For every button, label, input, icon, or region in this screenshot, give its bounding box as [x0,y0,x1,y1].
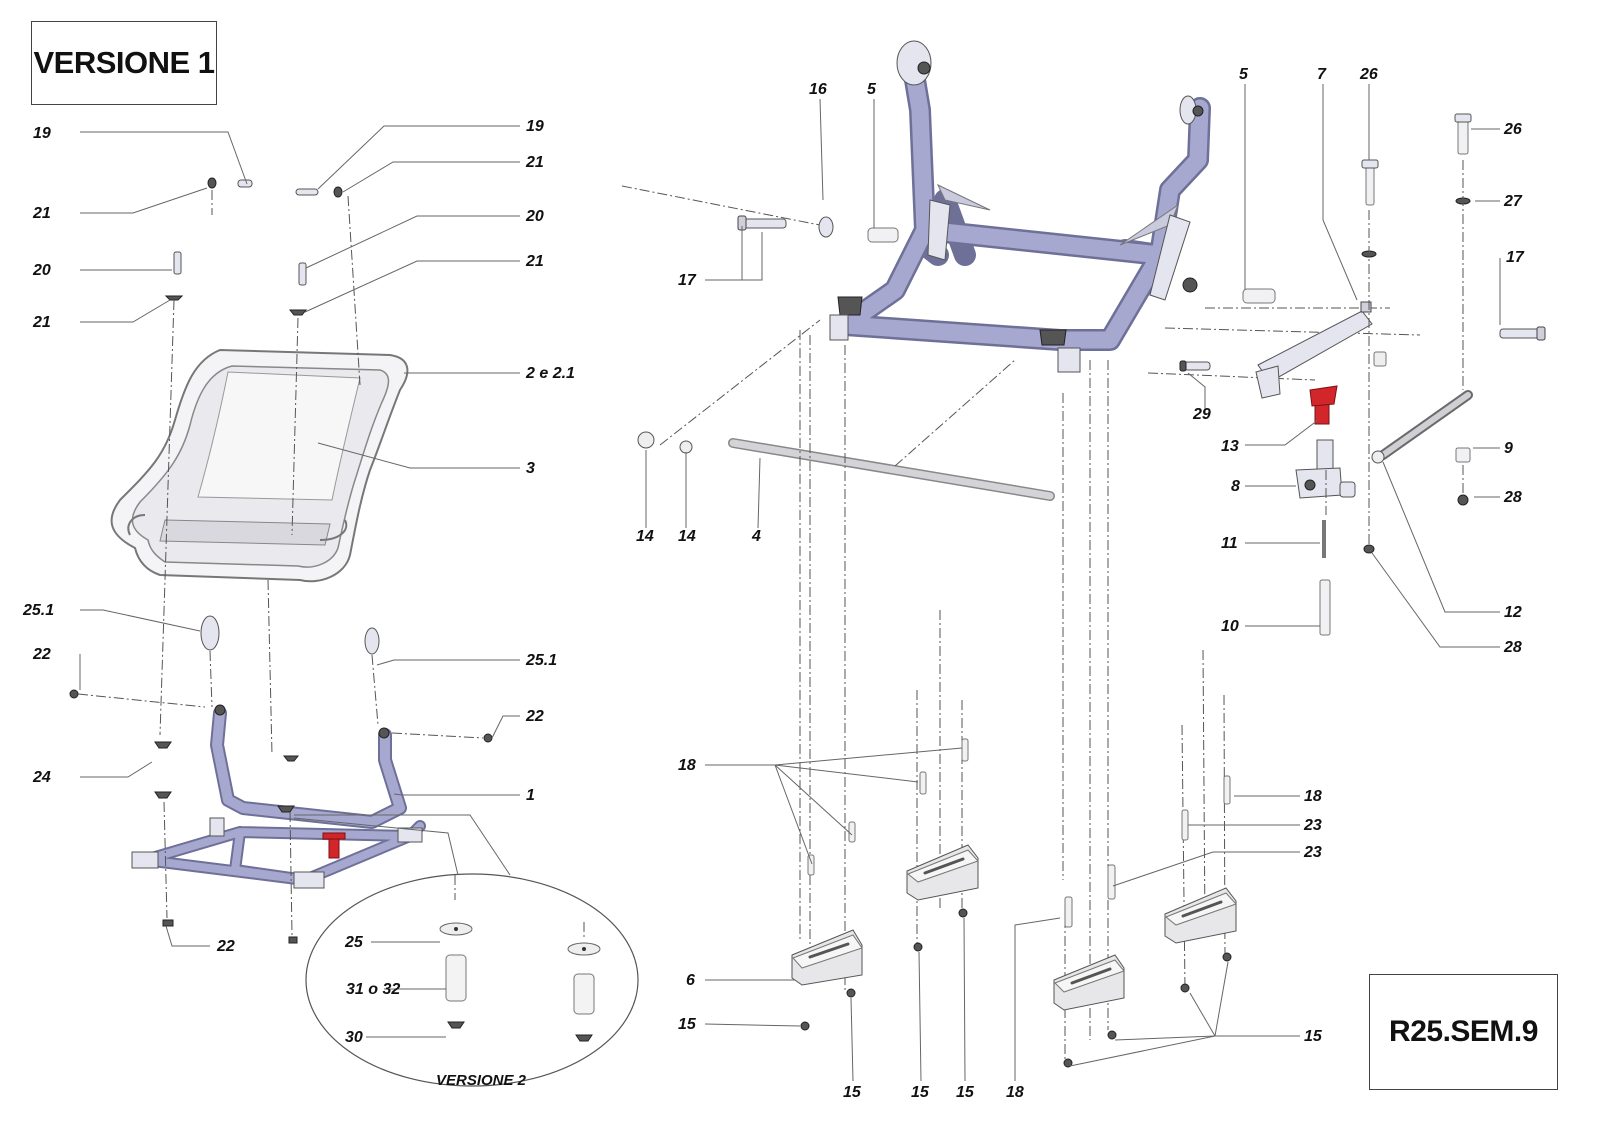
label-28-a: 28 [1503,489,1522,506]
label-26-a: 26 [1359,66,1378,83]
label-15-a: 15 [678,1016,697,1033]
label-2-e-2-1: 2 e 2.1 [525,365,575,382]
label-18-a: 18 [678,757,696,774]
label-25-inset: 25 [344,934,364,951]
label-22-bottom: 22 [216,938,235,955]
label-27: 27 [1503,193,1523,210]
label-20-left: 20 [32,262,51,279]
label-23-b: 23 [1303,844,1322,861]
seat-hardware-top [159,177,361,736]
label-4: 4 [751,528,761,545]
label-5-right: 5 [1239,66,1249,83]
drawing-code: R25.SEM.9 [1389,1015,1538,1048]
bolt-set-16-17-5 [621,185,899,280]
label-6: 6 [686,972,695,989]
version-title: VERSIONE 1 [33,45,215,80]
label-18-c: 18 [1006,1084,1024,1101]
label-19-left: 19 [33,125,51,142]
label-12: 12 [1504,604,1522,621]
label-24: 24 [32,769,51,786]
label-17-left: 17 [678,272,697,289]
version2-inset [305,873,639,1087]
label-19-right: 19 [526,118,544,135]
label-22-right: 22 [525,708,544,725]
rod-and-nuts [637,319,1055,501]
label-28-b: 28 [1503,639,1522,656]
part-labels: 19 21 20 21 19 21 20 21 2 e 2.1 3 25.1 2… [22,66,1525,1101]
label-16: 16 [809,81,827,98]
label-23-a: 23 [1303,817,1322,834]
label-30-inset: 30 [345,1029,363,1046]
label-15-d: 15 [956,1084,975,1101]
label-25-1-right: 25.1 [525,652,557,669]
label-21-left-a: 21 [32,205,51,222]
label-8: 8 [1231,478,1240,495]
main-frame [829,40,1211,373]
label-21-right-b: 21 [525,253,544,270]
label-14-a: 14 [636,528,654,545]
label-13: 13 [1221,438,1239,455]
drawing-code-box: R25.SEM.9 [1369,974,1558,1090]
feet-blocks [791,330,1237,1068]
label-18-b: 18 [1304,788,1322,805]
label-9: 9 [1504,440,1513,457]
label-17-right: 17 [1506,249,1525,266]
label-7: 7 [1317,66,1327,83]
label-5-left: 5 [867,81,877,98]
label-14-b: 14 [678,528,696,545]
label-15-c: 15 [911,1084,930,1101]
label-20-right: 20 [525,208,544,225]
label-21-right-a: 21 [525,154,544,171]
label-26-b: 26 [1503,121,1522,138]
label-22-left: 22 [32,646,51,663]
label-29: 29 [1192,406,1211,423]
label-3: 3 [526,460,535,477]
label-21-left-b: 21 [32,314,51,331]
seat-shell [110,348,409,583]
label-25-1-left: 25.1 [22,602,54,619]
label-10: 10 [1221,618,1239,635]
version-title-box: VERSIONE 1 [31,21,217,105]
label-1: 1 [526,787,535,804]
label-15-b: 15 [843,1084,862,1101]
inset-caption: VERSIONE 2 [436,1072,527,1089]
hinge-hardware [1147,113,1546,636]
label-31-o-32-inset: 31 o 32 [346,981,400,998]
label-11: 11 [1221,535,1238,552]
leader-lines [79,84,1501,1082]
label-15-e: 15 [1304,1028,1323,1045]
